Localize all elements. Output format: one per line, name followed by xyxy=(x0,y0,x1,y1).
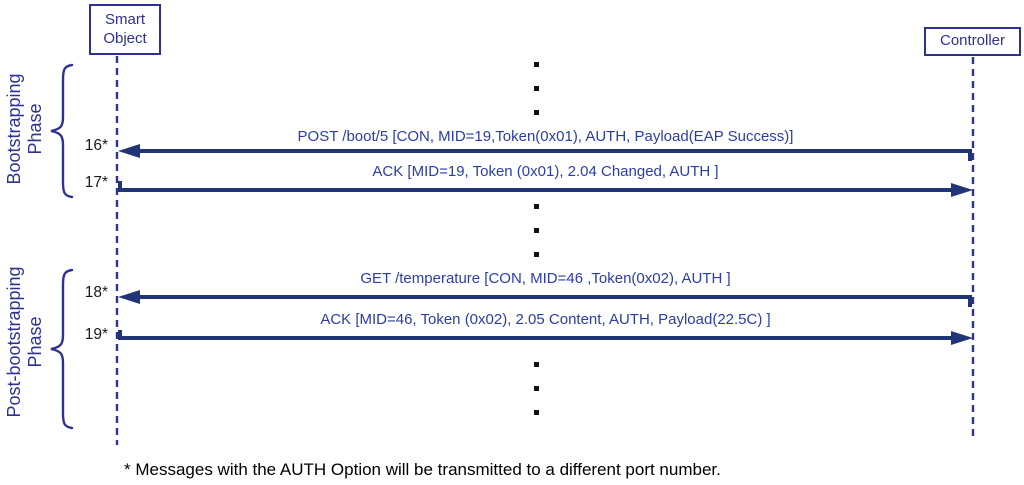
message-arrow-19 xyxy=(118,330,973,345)
seq-number-18: 18* xyxy=(84,284,108,301)
actor-smart-object: Smart Object xyxy=(89,4,161,55)
bootstrapping-phase-brace xyxy=(50,63,74,199)
arrowhead-left-icon xyxy=(118,144,140,158)
message-arrow-17 xyxy=(118,181,973,197)
message-arrow-16 xyxy=(118,144,972,161)
seq-number-17: 17* xyxy=(84,174,108,191)
ellipsis-dots-bottom xyxy=(534,362,539,415)
actor-controller: Controller xyxy=(924,27,1021,56)
post-bootstrapping-phase-label: Post-bootstrapping Phase xyxy=(4,266,45,418)
message-arrow-18 xyxy=(118,290,972,307)
dot xyxy=(534,204,539,209)
dot xyxy=(534,86,539,91)
arrowhead-left-icon xyxy=(118,290,140,304)
message-label-17: ACK [MID=19, Token (0x01), 2.04 Changed,… xyxy=(372,163,719,180)
ellipsis-dots-top xyxy=(534,62,539,115)
arrowhead-right-icon xyxy=(951,183,973,197)
seq-number-16: 16* xyxy=(84,137,108,154)
dot xyxy=(534,410,539,415)
dot xyxy=(534,386,539,391)
ellipsis-dots-middle xyxy=(534,204,539,257)
post-bootstrapping-phase-brace xyxy=(50,268,74,430)
arrowhead-right-icon xyxy=(951,331,973,345)
dot xyxy=(534,252,539,257)
footnote-auth-option: * Messages with the AUTH Option will be … xyxy=(124,460,721,479)
seq-number-19: 19* xyxy=(84,326,108,343)
dot xyxy=(534,362,539,367)
message-label-16: POST /boot/5 [CON, MID=19,Token(0x01), A… xyxy=(297,128,794,145)
bootstrapping-phase-label: Bootstrapping Phase xyxy=(4,73,45,185)
dot xyxy=(534,110,539,115)
dot xyxy=(534,228,539,233)
message-label-19: ACK [MID=46, Token (0x02), 2.05 Content,… xyxy=(320,311,771,328)
message-label-18: GET /temperature [CON, MID=46 ,Token(0x0… xyxy=(360,270,731,287)
dot xyxy=(534,62,539,67)
